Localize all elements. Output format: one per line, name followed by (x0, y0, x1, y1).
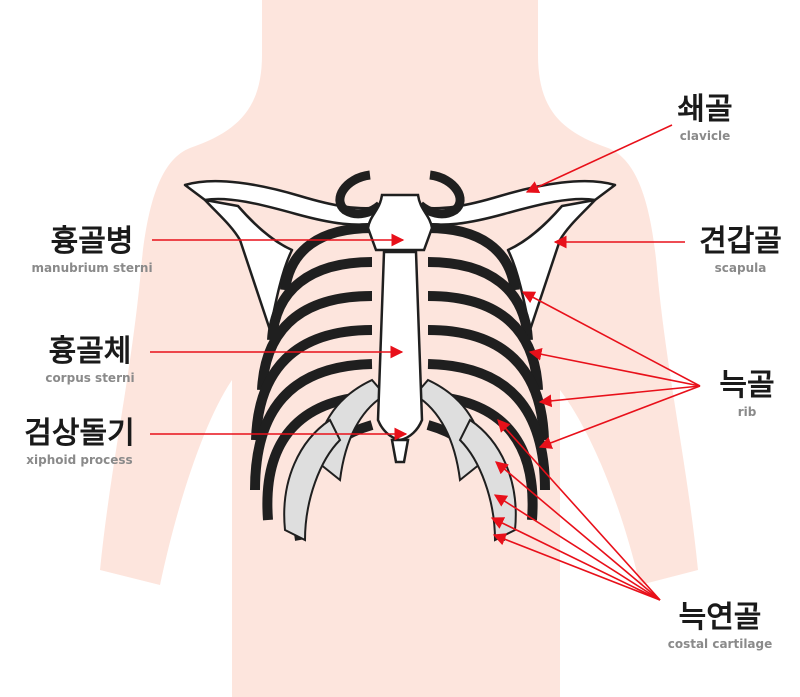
label-scapula-ko: 견갑골 (699, 224, 782, 259)
label-clavicle-en: clavicle (679, 129, 731, 143)
arrow-costal-5 (492, 533, 661, 601)
arrow-rib-4 (538, 385, 701, 449)
label-costal: 늑연골 costal cartilage (660, 600, 780, 652)
label-corpus: 흉골체 corpus sterni (30, 334, 150, 386)
arrow-rib-1 (521, 291, 701, 387)
arrow-costal-4 (490, 517, 661, 601)
arrow-clavicle (525, 124, 673, 193)
arrow-costal-2 (495, 461, 661, 601)
label-xiphoid-en: xiphoid process (26, 453, 133, 467)
label-xiphoid: 검상돌기 xiphoid process (12, 416, 147, 468)
label-rib-ko: 늑골 (719, 368, 775, 403)
label-xiphoid-ko: 검상돌기 (24, 416, 135, 451)
label-costal-ko: 늑연골 (678, 600, 762, 635)
label-manubrium-en: manubrium sterni (31, 261, 153, 275)
label-rib-en: rib (737, 405, 757, 419)
label-scapula-en: scapula (714, 261, 767, 275)
label-corpus-ko: 흉골체 (48, 334, 132, 369)
label-scapula: 견갑골 scapula (688, 224, 793, 276)
manubrium-shape (366, 193, 434, 252)
xiphoid-shape (390, 438, 410, 464)
label-arrows (150, 124, 701, 601)
label-costal-en: costal cartilage (667, 637, 773, 651)
arrow-rib-2 (528, 347, 701, 387)
label-clavicle-ko: 쇄골 (677, 92, 733, 127)
label-corpus-en: corpus sterni (45, 371, 135, 385)
label-rib: 늑골 rib (702, 368, 792, 420)
arrow-rib-3 (538, 385, 701, 408)
label-clavicle: 쇄골 clavicle (660, 92, 750, 144)
corpus-shape (376, 250, 424, 442)
label-manubrium: 흉골병 manubrium sterni (22, 224, 162, 276)
label-manubrium-ko: 흉골병 (50, 224, 134, 259)
arrow-costal-3 (493, 494, 661, 601)
arrow-costal-1 (497, 419, 661, 601)
